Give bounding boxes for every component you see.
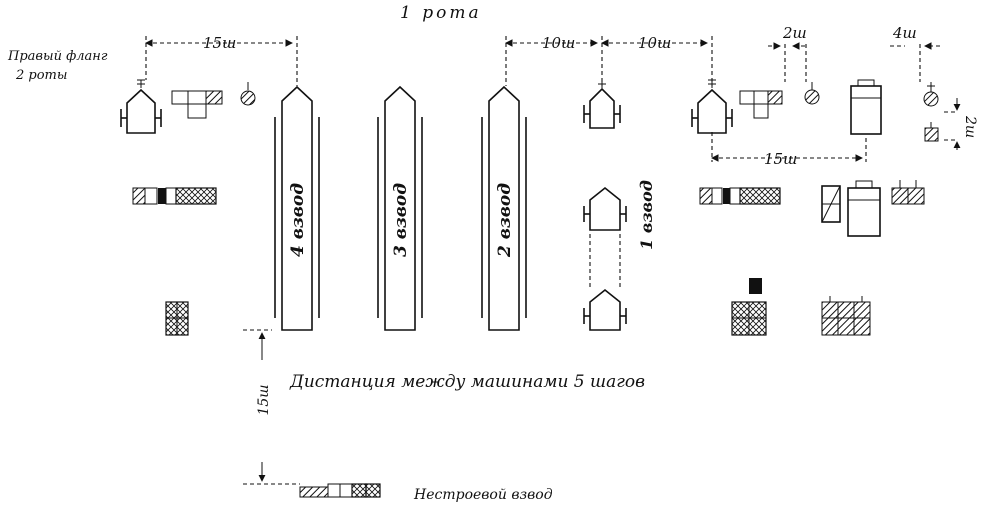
dimension-15-vertical-label: 15ш <box>256 384 272 415</box>
supply-block-right <box>821 296 871 336</box>
double-box-icon <box>891 180 925 205</box>
platoon-3-column: 3 взвод <box>377 85 423 331</box>
platoon-2-column: 2 взвод <box>481 85 527 331</box>
truck-icon-mid <box>847 180 881 237</box>
supply-crate-right <box>731 301 767 336</box>
dimension-10-a-label: 10ш <box>542 34 575 52</box>
platoon-1-label: 1 взвод <box>637 180 656 250</box>
dimension-15-vertical: 15ш <box>243 329 300 485</box>
light-tank-group-left <box>171 90 223 119</box>
dimension-15-right-label: 15ш <box>764 150 797 168</box>
commander-car-left <box>120 79 162 134</box>
small-box-far-right <box>924 122 939 142</box>
company-title: 1 рота <box>400 3 482 23</box>
dimension-10-b: 10ш <box>601 34 713 86</box>
dimension-2-side: 2ш <box>944 98 978 150</box>
distance-note: Дистанция между машинами 5 шагов <box>289 372 645 392</box>
dimension-15-right: 15ш <box>711 132 867 168</box>
nonformation-vehicle-row <box>299 483 381 498</box>
truck-icon-top <box>850 79 882 135</box>
platoon-1-column: 1 взвод <box>583 80 656 331</box>
right-flank-label: Правый фланг <box>7 49 108 64</box>
motorcycle-icon-left <box>240 82 256 106</box>
right-flank-label-2: 2 роты <box>15 68 67 83</box>
dimension-10-b-label: 10ш <box>638 34 671 52</box>
light-tank-group-right <box>739 90 783 119</box>
platoon-4-column: 4 взвод <box>274 85 320 331</box>
dimension-15-left: 15ш <box>145 34 298 86</box>
platoon-3-label: 3 взвод <box>391 183 411 257</box>
dimension-15-left-label: 15ш <box>203 34 236 52</box>
vehicle-row-right <box>699 187 781 205</box>
dimension-2-side-label: 2ш <box>962 115 978 138</box>
nonformation-label: Нестроевой взвод <box>413 487 553 503</box>
motorcycle-icon-far-right <box>923 82 939 107</box>
supply-crate-left <box>165 301 189 336</box>
commander-car-right <box>691 79 733 134</box>
dimension-2-top-label: 2ш <box>782 24 807 42</box>
split-box-icon <box>821 185 841 223</box>
marker-icon-right <box>749 278 762 294</box>
platoon-1-vehicle-top <box>583 80 621 129</box>
motorcycle-icon-right <box>804 82 820 105</box>
dimension-2-top: 2ш <box>768 24 807 82</box>
dimension-4-top-label: 4ш <box>892 24 917 42</box>
platoon-2-label: 2 взвод <box>495 183 515 258</box>
dimension-10-a: 10ш <box>505 34 598 86</box>
platoon-4-label: 4 взвод <box>288 183 308 257</box>
vehicle-row-left <box>132 187 217 205</box>
platoon-1-vehicle-mid <box>583 186 627 231</box>
dimension-4-top: 4ш <box>890 24 940 82</box>
platoon-1-vehicle-bottom <box>583 288 627 331</box>
